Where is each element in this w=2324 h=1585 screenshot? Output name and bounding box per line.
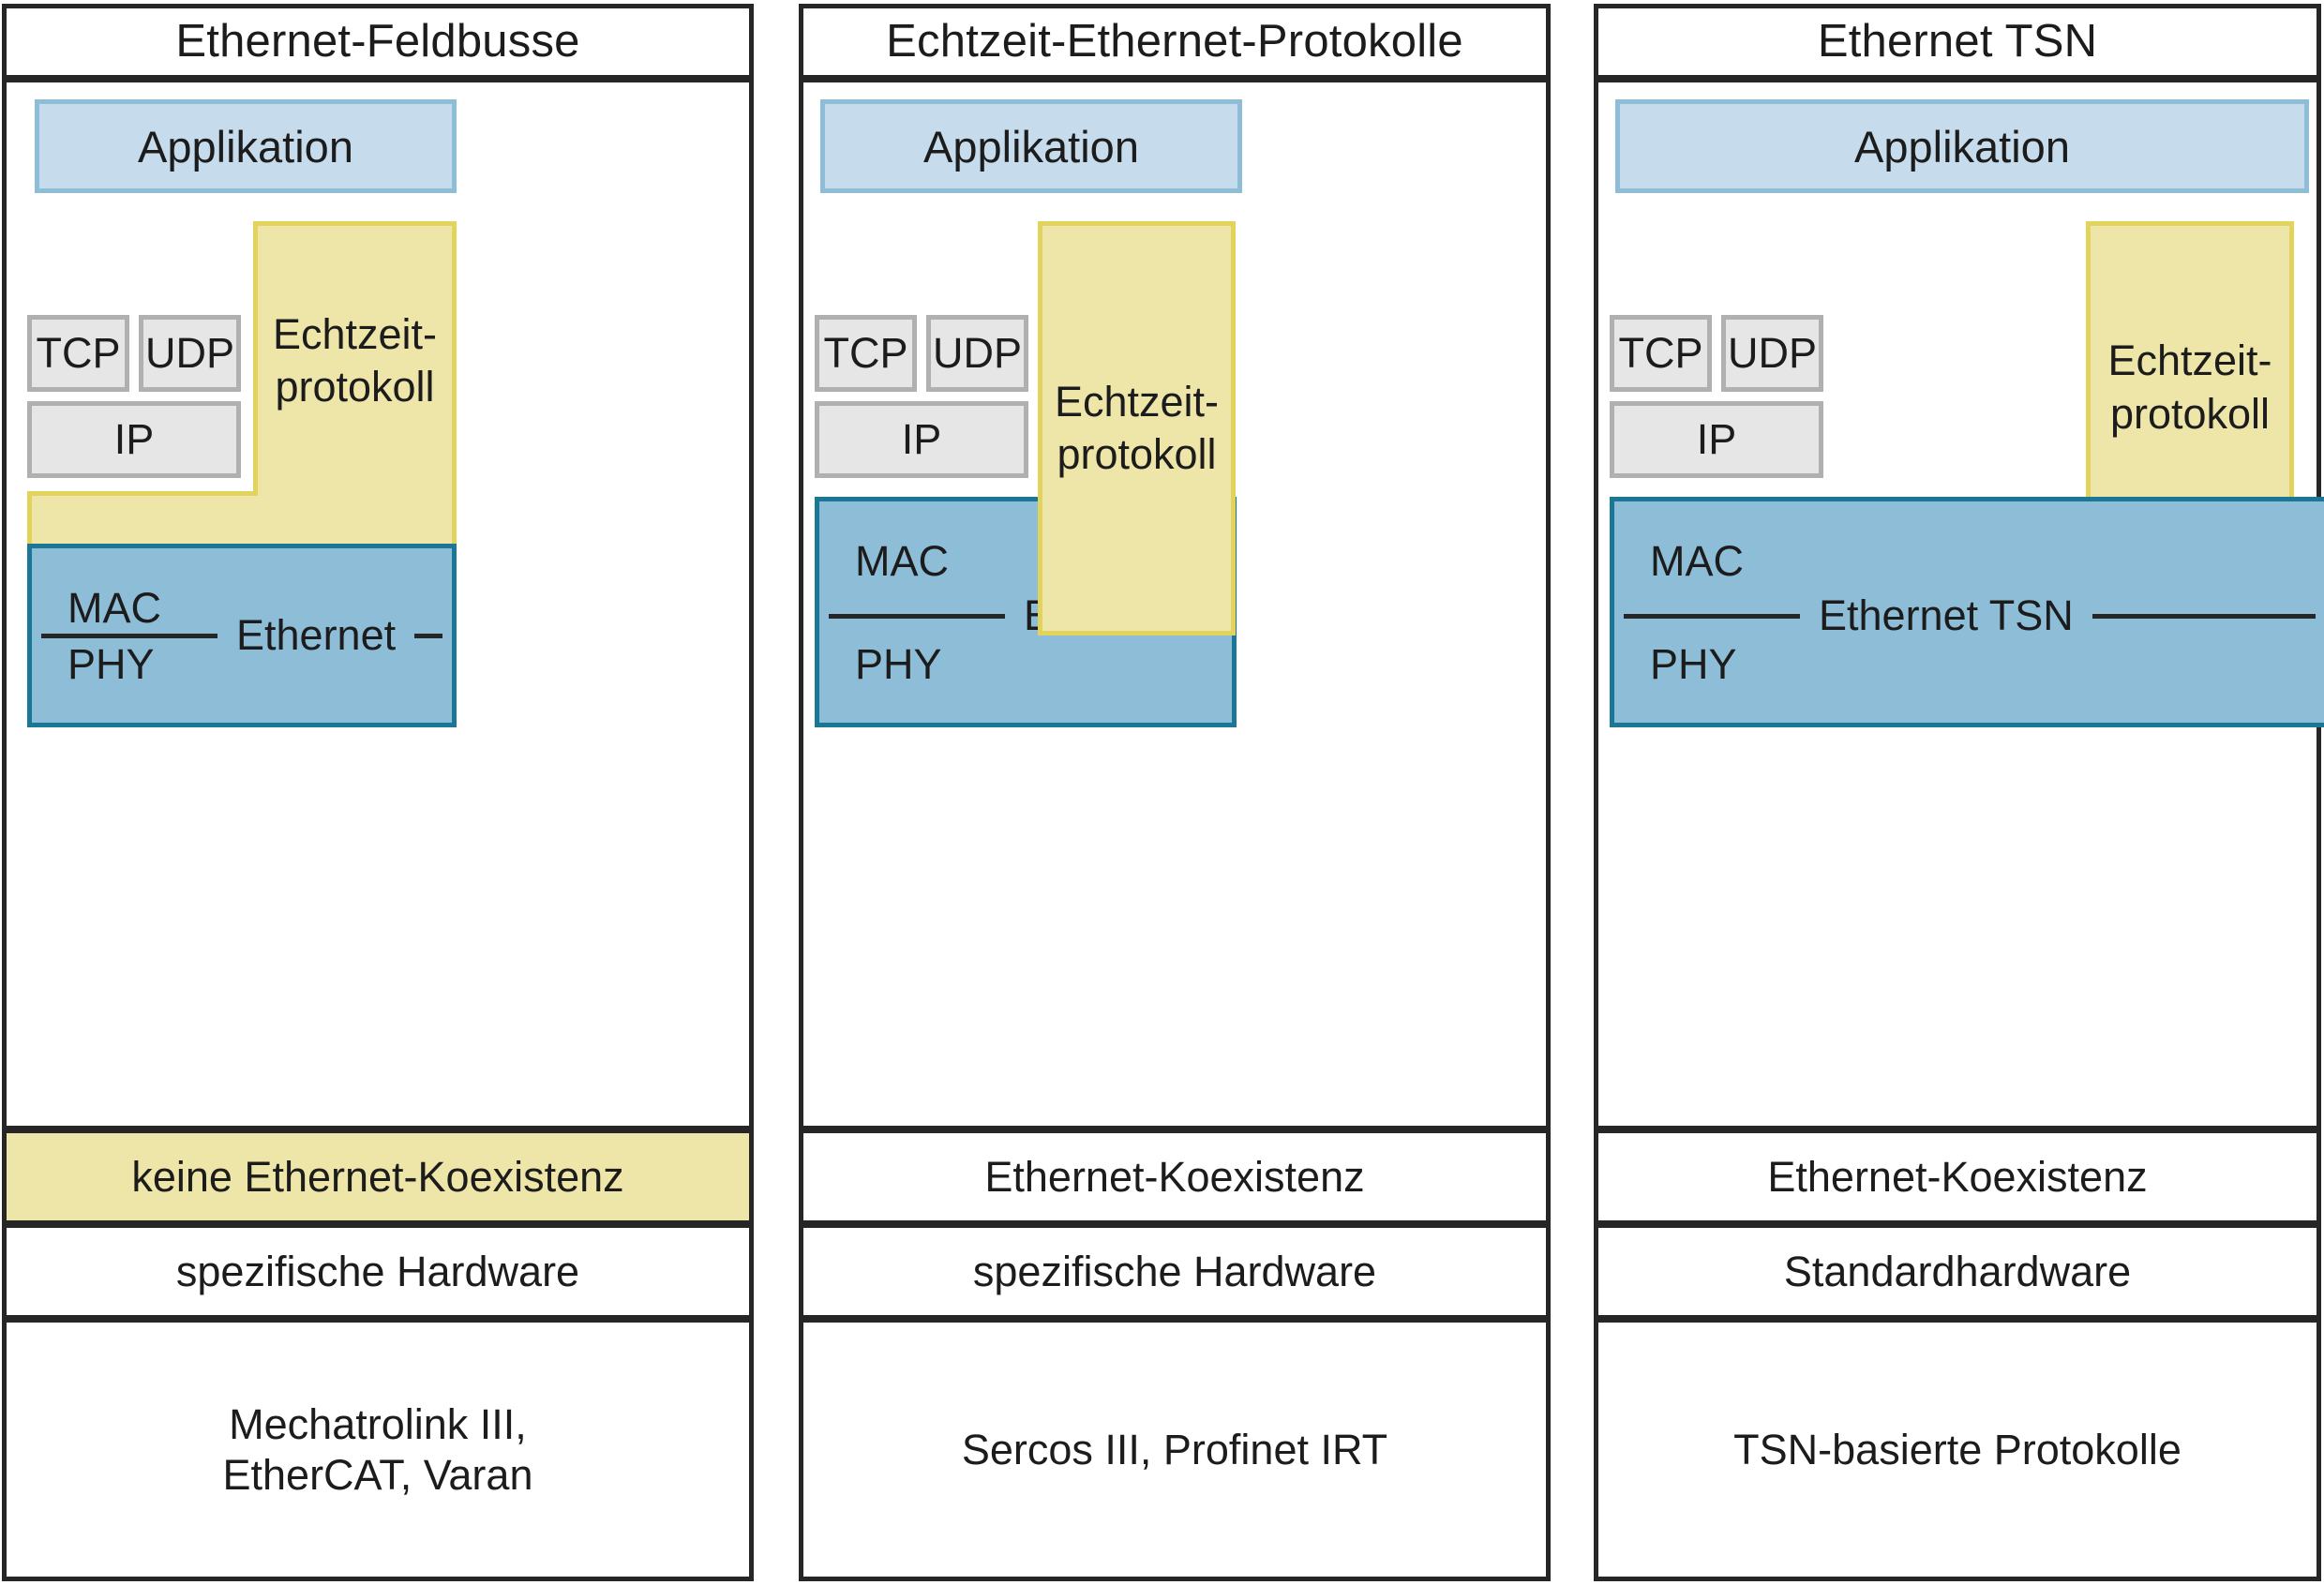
- protocols-cell: TSN-basierte Protokolle: [1594, 1318, 2321, 1581]
- ethernet-tsn-mac-phy-box: MAC PHY Ethernet TSN: [1610, 497, 2324, 727]
- ethernet-rule-right: [2092, 613, 2316, 619]
- coexistence-cell: Ethernet-Koexistenz: [799, 1129, 1551, 1225]
- tcp-label: TCP: [36, 329, 121, 377]
- application-label: Applikation: [1854, 121, 2070, 172]
- ethernet-rule-right: [414, 633, 442, 638]
- coexistence-cell: keine Ethernet-Koexistenz: [2, 1129, 754, 1225]
- ip-label: IP: [113, 415, 155, 463]
- mac-label: MAC: [1650, 537, 1744, 585]
- application-box: Applikation: [35, 99, 457, 193]
- tcp-box: TCP: [1610, 315, 1712, 392]
- ip-box: IP: [815, 401, 1028, 478]
- coexistence-label: Ethernet-Koexistenz: [1767, 1152, 2148, 1201]
- udp-box: UDP: [1721, 315, 1823, 392]
- protocol-stack-cell: Applikation Echtzeit- protokoll TCP UDP …: [1594, 78, 2324, 1130]
- hardware-cell: Standardhardware: [1594, 1223, 2321, 1320]
- application-label: Applikation: [138, 121, 353, 172]
- udp-box: UDP: [926, 315, 1028, 392]
- coexistence-label: keine Ethernet-Koexistenz: [131, 1152, 624, 1201]
- column-ethernet-feldbusse: Ethernet-Feldbusse Applikation Echtzeit-…: [2, 4, 754, 1581]
- ethernet-divider-row: Ethernet TSN: [1624, 591, 2316, 640]
- column-title-cell: Echtzeit-Ethernet-Protokolle: [799, 4, 1551, 80]
- ethernet-rule-left: [41, 633, 217, 638]
- column-title-cell: Ethernet-Feldbusse: [2, 4, 754, 80]
- ip-box: IP: [27, 401, 241, 478]
- ethernet-label: Ethernet: [236, 611, 397, 659]
- column-ethernet-tsn: Ethernet TSN Applikation Echtzeit- proto…: [1594, 4, 2324, 1581]
- tcp-label: TCP: [823, 329, 908, 377]
- phy-label: PHY: [855, 640, 942, 688]
- protocol-stack-area: Applikation Echtzeit- protokoll TCP UDP …: [803, 82, 1546, 1126]
- ethernet-rule-left: [1624, 613, 1800, 619]
- protocols-label: Sercos III, Profinet IRT: [961, 1425, 1388, 1473]
- protocol-stack-cell: Applikation Echtzeit- protokoll TCP UDP: [2, 78, 754, 1130]
- ethernet-label: Ethernet TSN: [1819, 591, 2074, 639]
- protocol-stack-cell: Applikation Echtzeit- protokoll TCP UDP …: [799, 78, 1551, 1130]
- realtime-protocol-joint: [258, 491, 452, 504]
- udp-label: UDP: [144, 329, 234, 377]
- coexistence-cell: Ethernet-Koexistenz: [1594, 1129, 2321, 1225]
- mac-label: MAC: [67, 584, 161, 632]
- column-title: Ethernet TSN: [1817, 16, 2098, 67]
- hardware-label: spezifische Hardware: [175, 1247, 580, 1295]
- protocol-stack-area: Applikation Echtzeit- protokoll TCP UDP …: [1598, 82, 2324, 1126]
- protocols-label: TSN-basierte Protokolle: [1733, 1425, 2182, 1473]
- realtime-protocol-label: Echtzeit- protokoll: [2107, 336, 2272, 438]
- column-title: Echtzeit-Ethernet-Protokolle: [886, 16, 1463, 67]
- ethernet-mac-phy-box: MAC PHY Ethernet: [27, 544, 457, 727]
- realtime-protocol-label: Echtzeit- protokoll: [1054, 377, 1220, 478]
- tcp-box: TCP: [27, 315, 129, 392]
- mac-label: MAC: [855, 537, 949, 585]
- coexistence-label: Ethernet-Koexistenz: [984, 1152, 1365, 1201]
- application-box: Applikation: [1615, 99, 2309, 193]
- ip-box: IP: [1610, 401, 1823, 478]
- tcp-box: TCP: [815, 315, 917, 392]
- ethernet-rule-left: [829, 613, 1005, 619]
- ip-label: IP: [901, 415, 942, 463]
- phy-label: PHY: [1650, 640, 1737, 688]
- column-title-cell: Ethernet TSN: [1594, 4, 2321, 80]
- realtime-protocol-label: Echtzeit- protokoll: [272, 310, 438, 411]
- protocols-label: Mechatrolink III, EtherCAT, Varan: [222, 1400, 533, 1499]
- tcp-label: TCP: [1618, 329, 1703, 377]
- protocols-cell: Mechatrolink III, EtherCAT, Varan: [2, 1318, 754, 1581]
- ip-label: IP: [1696, 415, 1737, 463]
- hardware-label: spezifische Hardware: [972, 1247, 1377, 1295]
- udp-label: UDP: [932, 329, 1022, 377]
- application-box: Applikation: [820, 99, 1242, 193]
- realtime-protocol-box: Echtzeit- protokoll: [1038, 221, 1236, 635]
- ethernet-divider-row: Ethernet: [41, 611, 442, 660]
- column-title: Ethernet-Feldbusse: [175, 16, 580, 67]
- application-label: Applikation: [923, 121, 1139, 172]
- udp-label: UDP: [1727, 329, 1817, 377]
- protocols-cell: Sercos III, Profinet IRT: [799, 1318, 1551, 1581]
- hardware-cell: spezifische Hardware: [2, 1223, 754, 1320]
- hardware-label: Standardhardware: [1783, 1247, 2132, 1295]
- hardware-cell: spezifische Hardware: [799, 1223, 1551, 1320]
- udp-box: UDP: [139, 315, 241, 392]
- column-echtzeit-ethernet-protokolle: Echtzeit-Ethernet-Protokolle Applikation…: [799, 4, 1551, 1581]
- protocol-stack-area: Applikation Echtzeit- protokoll TCP UDP: [7, 82, 749, 1126]
- phy-label: PHY: [67, 640, 155, 688]
